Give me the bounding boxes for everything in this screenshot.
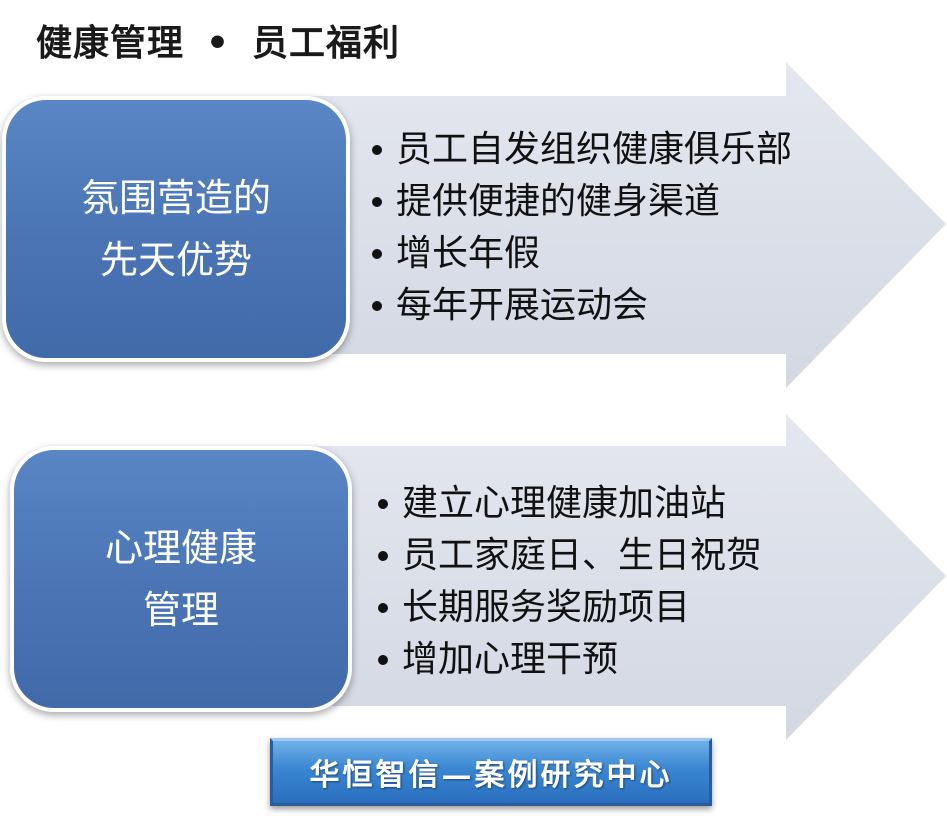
title-right: 员工福利 — [252, 23, 401, 64]
bullet-text: 提供便捷的健身渠道 — [396, 181, 721, 222]
bullet-text: 长期服务奖励项目 — [402, 587, 691, 628]
bullet-text: 增加心理干预 — [402, 639, 619, 680]
bullet-item: 增加心理干预 — [378, 634, 762, 686]
bullet-icon — [372, 197, 382, 207]
bullet-text: 增长年假 — [396, 233, 541, 274]
bullet-icon — [378, 499, 388, 509]
footer-text: 华恒智信—案例研究中心 — [309, 758, 673, 793]
bullet-item: 员工自发组织健康俱乐部 — [372, 124, 792, 176]
arrow-1 — [300, 62, 946, 388]
section-1-label-line-2: 先天优势 — [99, 238, 252, 282]
bullet-item: 提供便捷的健身渠道 — [372, 176, 792, 228]
bullet-item: 增长年假 — [372, 228, 792, 280]
bullet-text: 建立心理健康加油站 — [402, 483, 727, 524]
bullet-text: 每年开展运动会 — [396, 285, 649, 326]
bullet-text: 员工自发组织健康俱乐部 — [396, 129, 793, 170]
section-2-bullet-list: 建立心理健康加油站 员工家庭日、生日祝贺 长期服务奖励项目 增加心理干预 — [378, 478, 762, 686]
page-title: 健康管理 • 员工福利 — [36, 14, 400, 66]
bullet-icon — [378, 655, 388, 665]
bullet-text: 员工家庭日、生日祝贺 — [402, 535, 763, 576]
bullet-icon — [372, 249, 382, 259]
section-1-label-box: 氛围营造的 先天优势 — [2, 96, 350, 362]
bullet-item: 建立心理健康加油站 — [378, 478, 762, 530]
bullet-icon — [372, 301, 382, 311]
bullet-item: 长期服务奖励项目 — [378, 582, 762, 634]
bullet-item: 员工家庭日、生日祝贺 — [378, 530, 762, 582]
bullet-item: 每年开展运动会 — [372, 280, 792, 332]
title-separator: • — [206, 23, 231, 64]
bullet-icon — [378, 551, 388, 561]
title-left: 健康管理 — [36, 23, 185, 64]
section-2-label-line-1: 心理健康 — [104, 526, 257, 570]
section-1-label-line-1: 氛围营造的 — [80, 176, 271, 220]
section-2-label-line-2: 管理 — [142, 588, 219, 632]
arrow-2 — [300, 414, 946, 740]
section-1-bullet-list: 员工自发组织健康俱乐部 提供便捷的健身渠道 增长年假 每年开展运动会 — [372, 124, 792, 332]
section-2-label-box: 心理健康 管理 — [10, 446, 352, 712]
bullet-icon — [378, 603, 388, 613]
footer-badge: 华恒智信—案例研究中心 — [270, 738, 712, 806]
bullet-icon — [372, 145, 382, 155]
